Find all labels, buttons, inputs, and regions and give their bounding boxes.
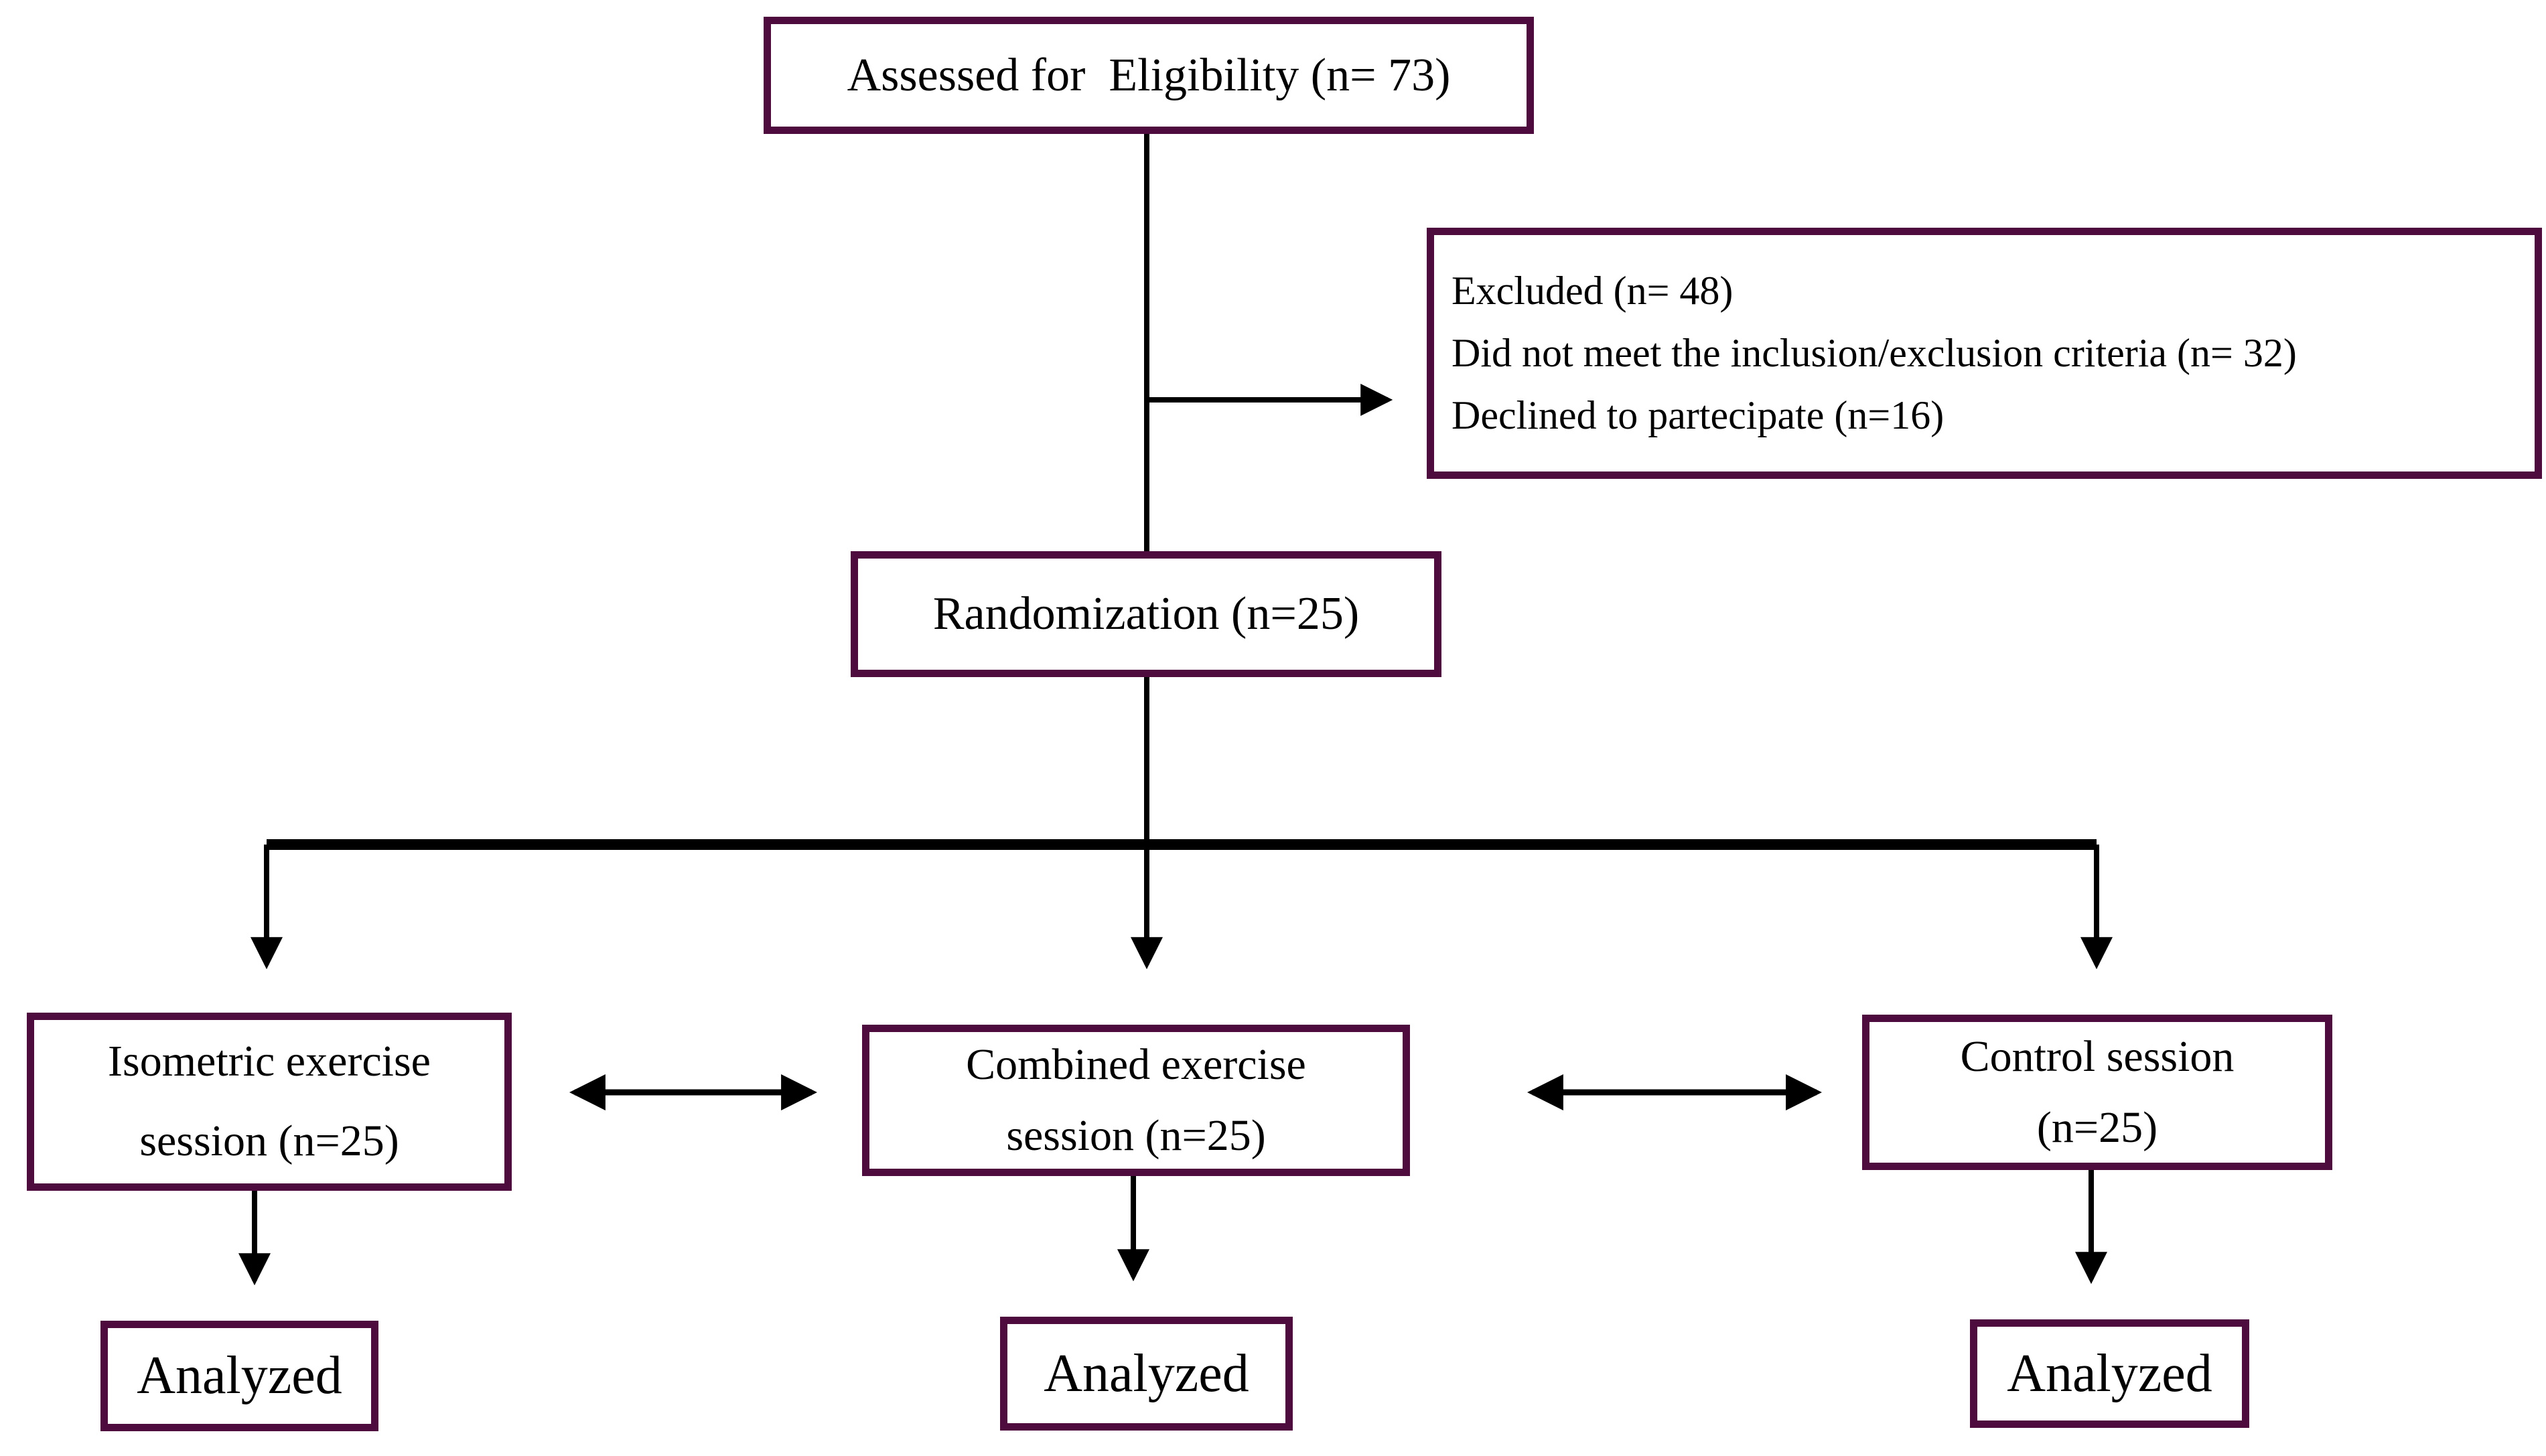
control-session-line1: Control session (1960, 1032, 2235, 1082)
randomization-label: Randomization (n=25) (932, 588, 1360, 640)
isometric-session-line2: session (n=25) (139, 1116, 399, 1165)
analyzed-combined-label: Analyzed (1044, 1343, 1249, 1403)
analyzed-control-box: Analyzed (1970, 1319, 2249, 1428)
excluded-reason-declined: Declined to partecipate (n=16) (1452, 393, 1944, 437)
analyzed-isometric-label: Analyzed (137, 1346, 342, 1405)
isometric-session-line1: Isometric exercise (108, 1037, 431, 1086)
analyzed-control-label: Analyzed (2007, 1343, 2212, 1403)
combined-session-box: Combined exercise session (n=25) (862, 1025, 1410, 1176)
analyzed-combined-box: Analyzed (1000, 1317, 1293, 1431)
excluded-title: Excluded (n= 48) (1452, 269, 1734, 313)
excluded-box: Excluded (n= 48) Did not meet the inclus… (1427, 228, 2542, 479)
assessed-eligibility-label: Assessed for Eligibility (n= 73) (847, 49, 1451, 101)
randomization-box: Randomization (n=25) (851, 551, 1441, 677)
excluded-reason-criteria: Did not meet the inclusion/exclusion cri… (1452, 331, 2297, 375)
control-session-box: Control session (n=25) (1862, 1015, 2332, 1170)
assessed-eligibility-box: Assessed for Eligibility (n= 73) (764, 17, 1534, 134)
combined-session-line2: session (n=25) (1006, 1111, 1266, 1160)
combined-session-line1: Combined exercise (966, 1040, 1306, 1090)
analyzed-isometric-box: Analyzed (100, 1321, 378, 1431)
isometric-session-box: Isometric exercise session (n=25) (27, 1013, 512, 1191)
control-session-line2: (n=25) (2036, 1103, 2158, 1152)
